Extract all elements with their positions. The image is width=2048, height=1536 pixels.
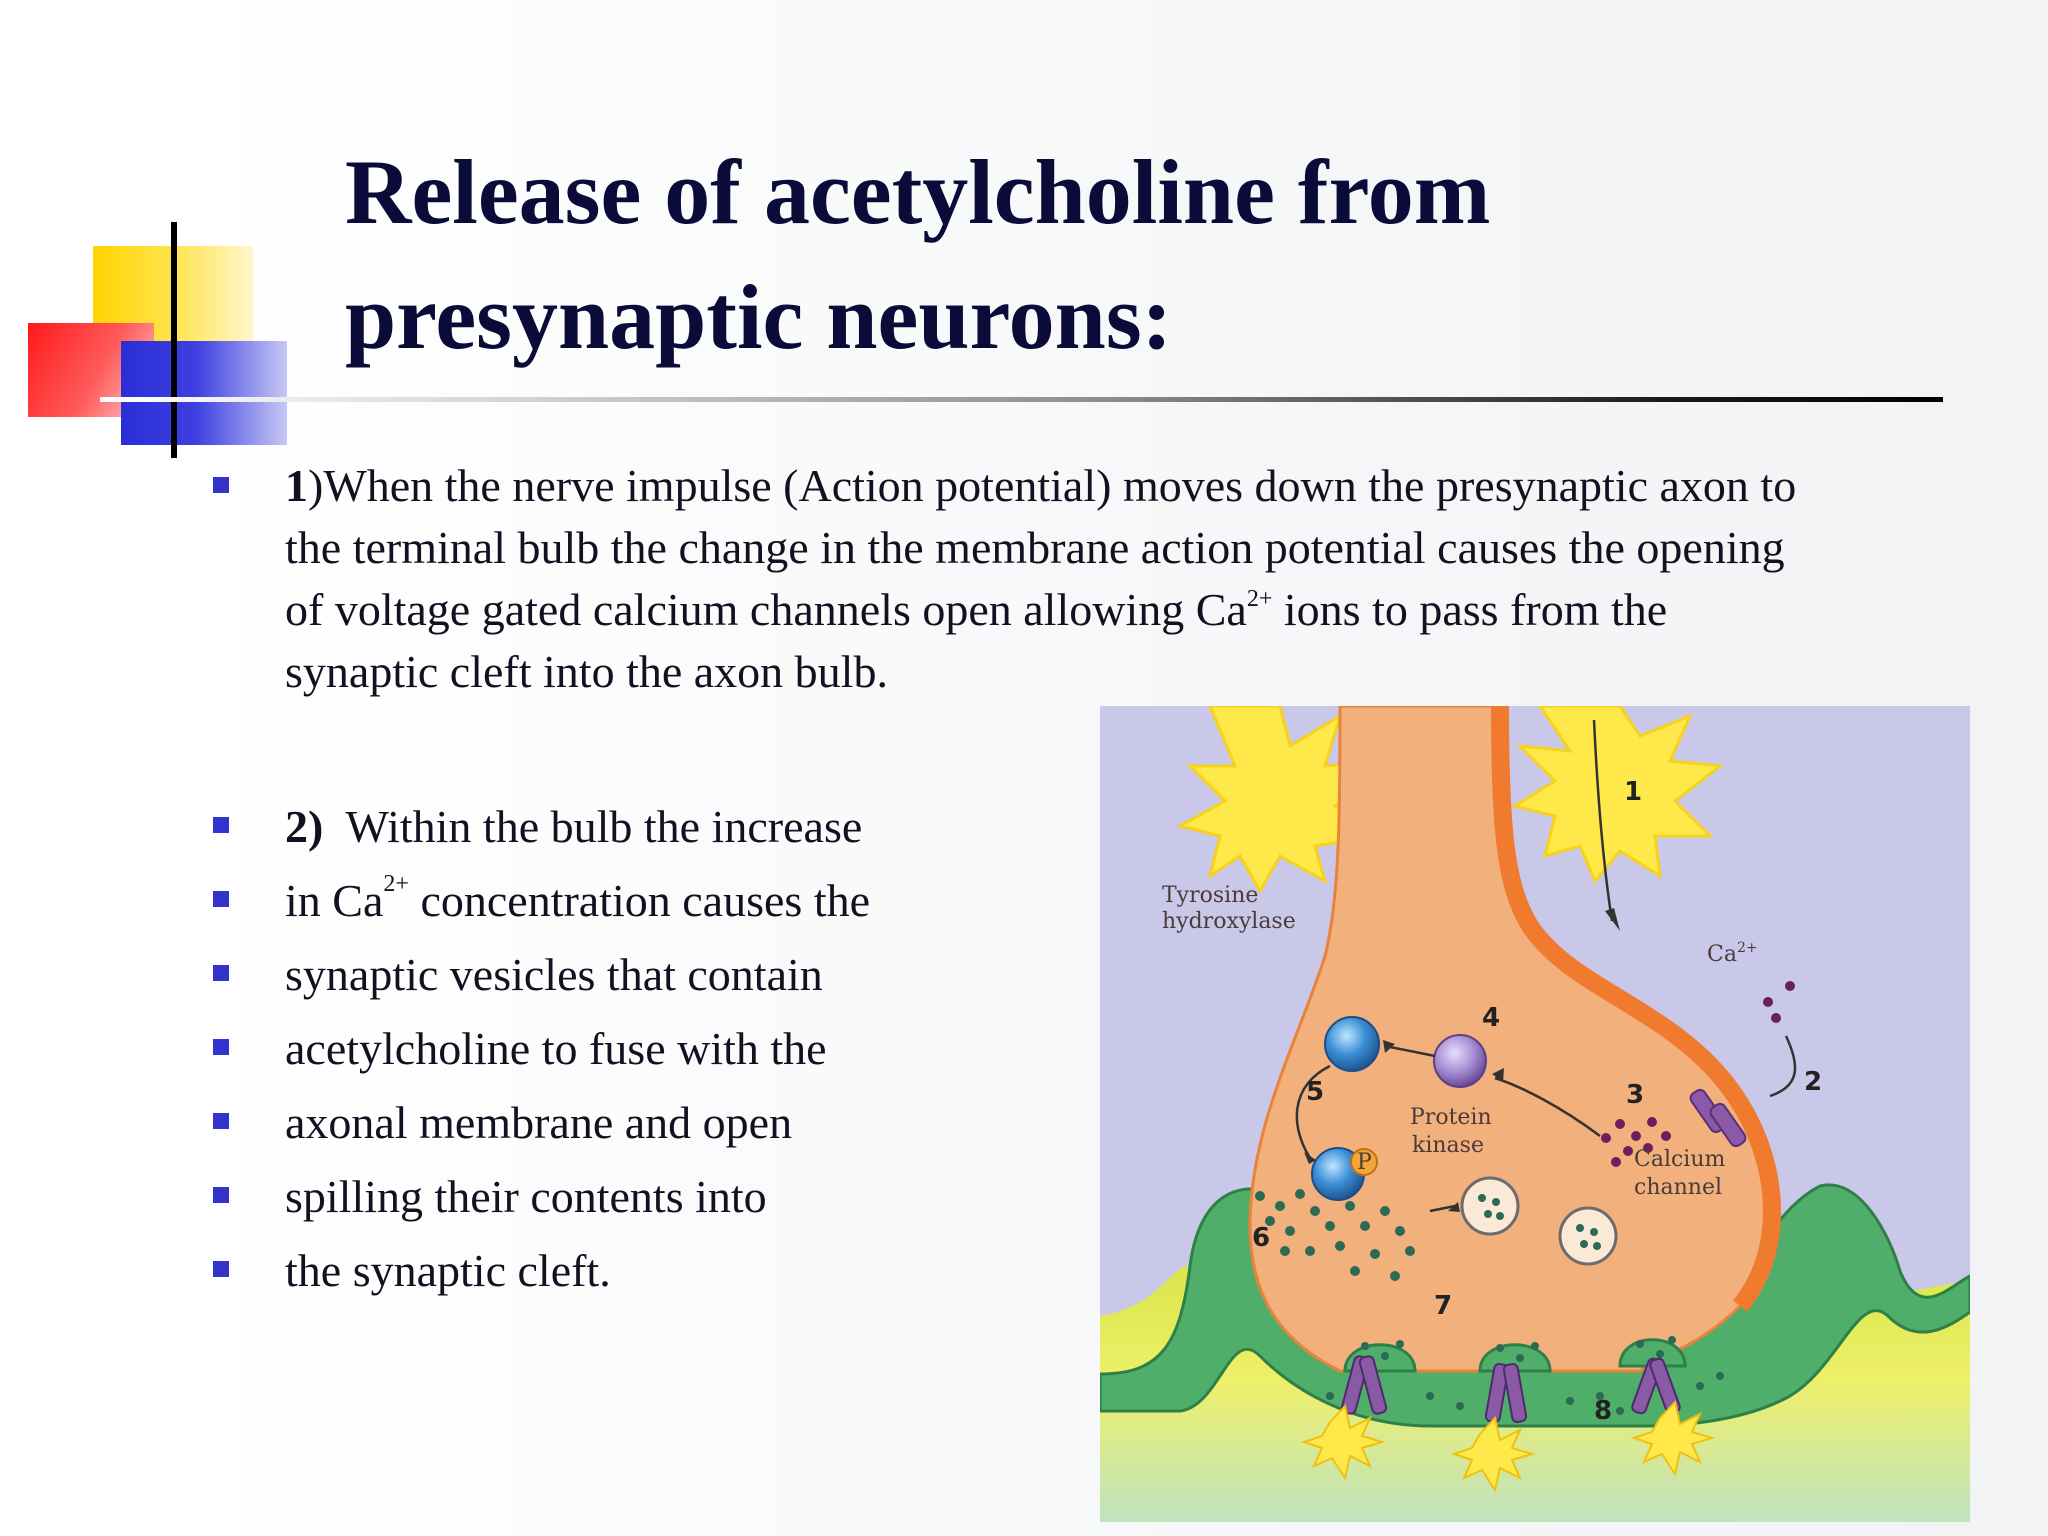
axon-membrane-edge [1491,706,1781,1312]
title-underline [100,397,1943,402]
bullet-square-icon [213,891,229,907]
slide-title-line-1: Release of acetylcholine from [345,141,1491,243]
bullet-list-1: 1)When the nerve impulse (Action potenti… [205,455,1825,703]
slide-title-line-2: presynaptic neurons: [345,266,1173,368]
bullet-2-text: concentration causes the [408,875,871,926]
bullet-2-superscript: 2+ [383,871,409,897]
label-calcium-ion-charge: 2+ [1737,940,1758,956]
bullet-item-2-line-1: 2) Within the bulb the increase [205,790,985,864]
acetylcholine-molecules [1255,1189,1724,1415]
step-number-5: 5 [1306,1077,1324,1107]
phosphate-icon [1350,1148,1378,1176]
bullet-item-2-line-4: acetylcholine to fuse with the [205,1012,985,1086]
pathway-arrows [1295,719,1797,1213]
step-number-2: 2 [1804,1067,1822,1097]
bullet-square-icon [213,965,229,981]
label-calcium-ion: Ca2+ [1707,940,1758,967]
slide-title: Release of acetylcholine from presynapti… [345,130,1995,380]
arrowheads [1304,908,1620,1212]
bullet-square-icon [213,1261,229,1277]
synapse-diagram: P [1100,706,1970,1522]
label-kinase: kinase [1412,1133,1484,1158]
bullet-square-icon [213,817,229,833]
bullet-2-text: synaptic vesicles that contain [285,949,823,1000]
label-calcium-ion-text: Ca [1707,942,1737,967]
bullet-item-2-line-7: the synaptic cleft. [205,1234,985,1308]
bullet-list-2: 2) Within the bulb the increase in Ca2+ … [205,790,985,1308]
label-channel: channel [1634,1175,1722,1200]
bullet-square-icon [213,477,229,493]
bullet-item-2-line-2: in Ca2+ concentration causes the [205,864,985,938]
bullet-item-2-line-5: axonal membrane and open [205,1086,985,1160]
step-number-3: 3 [1626,1080,1644,1110]
label-tyrosine: Tyrosine [1162,883,1258,908]
bullet-2-text: the synaptic cleft. [285,1245,611,1296]
calcium-channel-icon [1689,1088,1747,1148]
decor-vertical-line [171,222,177,458]
calcium-ions [1601,981,1795,1167]
acetylcholine-receptor-icon [1340,1355,1681,1423]
decor-blue-square [121,341,287,445]
bullet-item-2-line-6: spilling their contents into [205,1160,985,1234]
bullet-2-text: spilling their contents into [285,1171,767,1222]
label-protein: Protein [1410,1105,1492,1130]
synaptic-vesicle [1460,1176,1618,1266]
bullet-square-icon [213,1113,229,1129]
postsynaptic-flash [1300,1399,1716,1493]
tyrosine-hydroxylase-icon [1324,1016,1380,1072]
bullet-2-number: 2) [285,801,324,852]
synapse-illustration: P [1100,706,1970,1522]
step-number-1: 1 [1624,777,1642,807]
bullet-2-text: in Ca [285,875,384,926]
bullet-item-2-line-3: synaptic vesicles that contain [205,938,985,1012]
phosphate-label: P [1357,1150,1372,1175]
step-number-6: 6 [1252,1223,1270,1253]
bullet-1-text-end: ions to pass from the synaptic cleft int… [285,584,1668,697]
bullet-1-number: 1 [285,460,308,511]
bullet-2-text: Within the bulb the increase [323,801,863,852]
bullet-square-icon [213,1039,229,1055]
vesicle-contents [1478,1194,1601,1250]
protein-kinase-icon [1433,1034,1487,1088]
bullet-1-text: )When the nerve impulse (Action potentia… [285,460,1797,635]
label-calcium: Calcium [1634,1147,1726,1172]
step-number-8: 8 [1594,1396,1612,1426]
action-potential-flash [1175,706,1390,895]
label-hydroxylase: hydroxylase [1162,909,1296,934]
bullet-square-icon [213,1187,229,1203]
bullet-item-1: 1)When the nerve impulse (Action potenti… [205,455,1825,703]
action-potential-flash [1511,706,1724,884]
step-number-7: 7 [1434,1291,1452,1321]
bullet-2-text: acetylcholine to fuse with the [285,1023,827,1074]
step-number-4: 4 [1482,1003,1500,1033]
bullet-2-text: axonal membrane and open [285,1097,793,1148]
bullet-1-superscript: 2+ [1246,586,1273,612]
